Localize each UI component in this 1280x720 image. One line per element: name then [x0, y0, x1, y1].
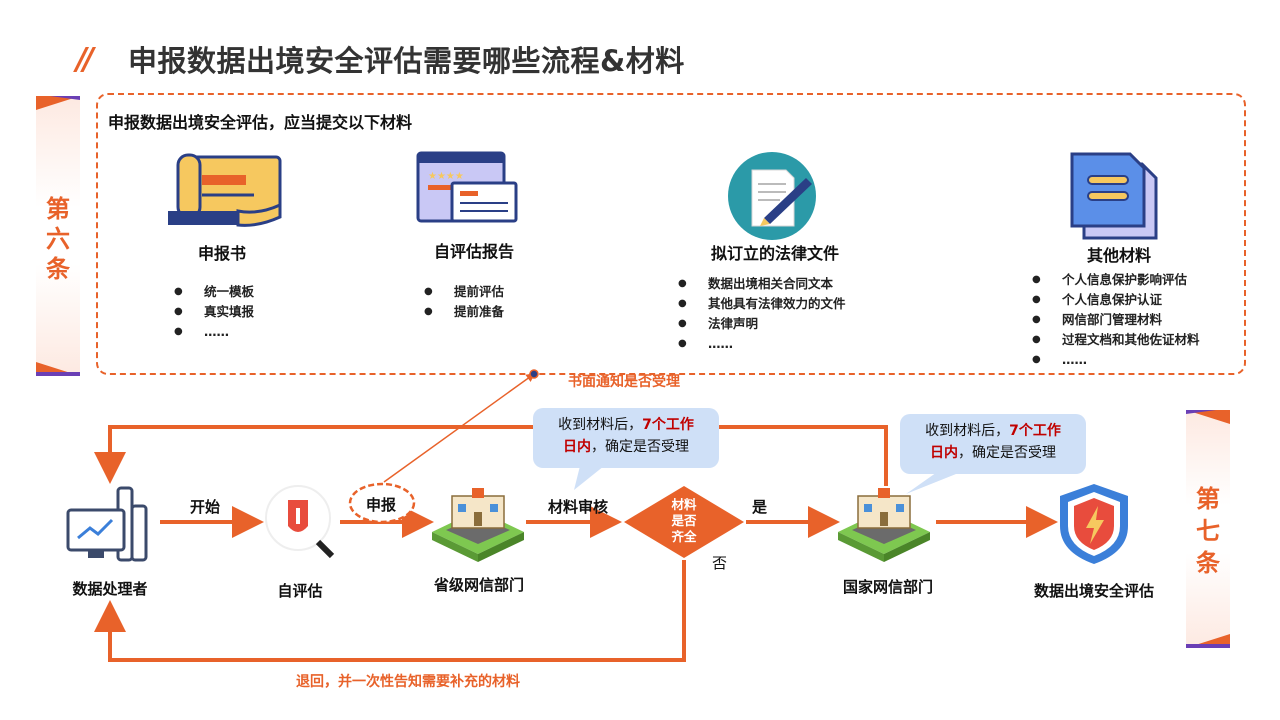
computer-icon	[66, 486, 148, 562]
list-item: ……	[174, 322, 254, 342]
side-tab-char: 条	[1196, 549, 1220, 577]
apply-label: 申报	[366, 496, 397, 514]
page-title: 申报数据出境安全评估需要哪些流程&材料	[128, 44, 685, 78]
side-tab-corners	[36, 96, 80, 376]
side-tab-char: 条	[46, 255, 70, 283]
node-national-office: 国家网信部门	[842, 578, 933, 596]
list-item: 数据出境相关合同文本	[678, 274, 846, 294]
decision-label: 材料 是否 齐全	[654, 497, 714, 545]
list-item: 提前准备	[424, 302, 504, 322]
start-label: 开始	[190, 498, 221, 516]
list-item: 个人信息保护影响评估	[1032, 270, 1200, 290]
national-building-icon	[838, 488, 930, 562]
side-tab-corners	[1186, 410, 1230, 648]
list-item: 过程文档和其他佐证材料	[1032, 330, 1200, 350]
provincial-building-icon	[432, 488, 524, 562]
return-loop-line	[94, 560, 686, 662]
bubble-tail	[574, 466, 604, 490]
review-label: 材料审核	[548, 498, 609, 516]
bubble-highlight: 7个工作	[642, 417, 694, 433]
self-assessment-icon	[265, 485, 335, 559]
list-item: 提前评估	[424, 282, 504, 302]
materials-box	[96, 93, 1246, 375]
side-tab-article-6: 第 六 条	[36, 96, 80, 376]
decision-line: 齐全	[671, 529, 697, 544]
material-title: 拟订立的法律文件	[710, 244, 839, 263]
bubble-highlight: 7个工作	[1009, 423, 1061, 439]
node-provincial-office: 省级网信部门	[433, 576, 524, 594]
bubble-text: ，确定是否受理	[958, 445, 1056, 461]
material-title: 自评估报告	[433, 242, 514, 261]
material-bullets: 提前评估 提前准备	[424, 282, 504, 322]
list-item: ……	[678, 334, 846, 354]
node-data-processor: 数据处理者	[72, 580, 148, 598]
material-bullets: 数据出境相关合同文本 其他具有法律效力的文件 法律声明 ……	[678, 274, 846, 354]
no-label: 否	[712, 554, 728, 572]
list-item: 其他具有法律效力的文件	[678, 294, 846, 314]
list-item: 网信部门管理材料	[1032, 310, 1200, 330]
list-item: ……	[1032, 350, 1200, 370]
bubble-text: ，确定是否受理	[591, 439, 689, 455]
written-notice-label: 书面通知是否受理	[568, 374, 680, 390]
material-bullets: 个人信息保护影响评估 个人信息保护认证 网信部门管理材料 过程文档和其他佐证材料…	[1032, 270, 1200, 370]
acceptance-bubble-provincial: 收到材料后，7个工作日内，确定是否受理	[533, 408, 719, 468]
decision-line: 材料	[671, 497, 697, 512]
node-self-assessment: 自评估	[277, 582, 323, 600]
security-shield-icon	[1060, 484, 1128, 564]
node-security-assessment: 数据出境安全评估	[1033, 582, 1154, 600]
notice-loop-line	[94, 425, 888, 486]
list-item: 个人信息保护认证	[1032, 290, 1200, 310]
list-item: 真实填报	[174, 302, 254, 322]
bubble-highlight: 日内	[563, 439, 591, 455]
notice-pointer-line	[383, 373, 536, 483]
bubble-text: 收到材料后，	[558, 417, 643, 433]
title-slash-icon: //	[76, 42, 94, 77]
decision-line: 是否	[671, 513, 697, 528]
list-item: 法律声明	[678, 314, 846, 334]
material-title: 其他材料	[1086, 246, 1151, 265]
materials-heading: 申报数据出境安全评估，应当提交以下材料	[108, 113, 413, 132]
return-label: 退回，并一次性告知需要补充的材料	[296, 674, 520, 690]
bubble-highlight: 日内	[930, 445, 958, 461]
side-tab-char: 六	[46, 225, 70, 253]
side-tab-char: 第	[46, 195, 70, 223]
material-title: 申报书	[197, 244, 246, 263]
bubble-text: 收到材料后，	[925, 423, 1010, 439]
yes-label: 是	[752, 498, 768, 516]
acceptance-bubble-national: 收到材料后，7个工作日内，确定是否受理	[900, 414, 1086, 474]
side-tab-char: 第	[1196, 485, 1220, 513]
list-item: 统一模板	[174, 282, 254, 302]
side-tab-char: 七	[1196, 517, 1220, 545]
material-bullets: 统一模板 真实填报 ……	[174, 282, 254, 342]
side-tab-article-7: 第 七 条	[1186, 410, 1230, 648]
